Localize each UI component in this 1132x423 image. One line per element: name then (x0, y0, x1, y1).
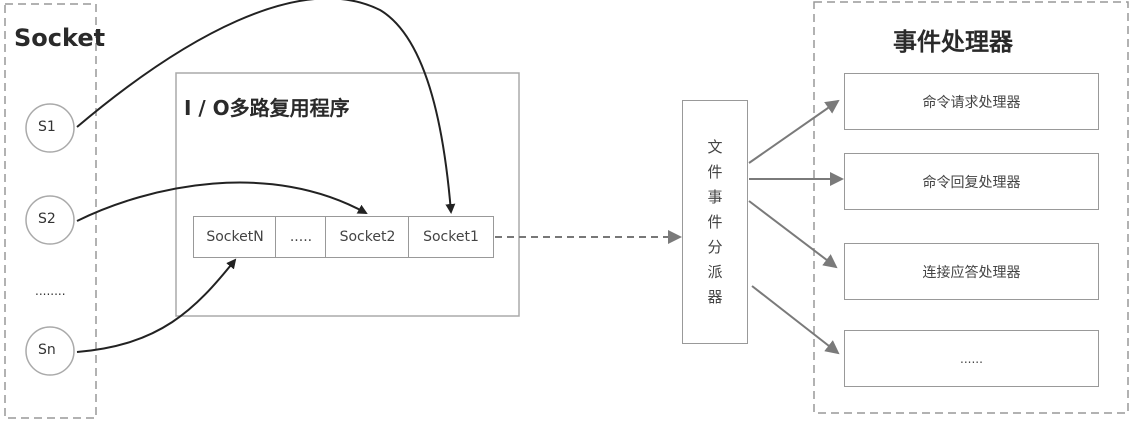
arrow-to-handler-4 (751, 285, 840, 355)
socket-node-sn (25, 326, 75, 376)
dispatcher-char: 事 (707, 187, 723, 206)
handlers-title: 事件处理器 (893, 28, 1013, 56)
socket-ellipsis: ........ (35, 284, 66, 298)
handler-more: ...... (844, 330, 1099, 387)
file-event-dispatcher: 文 件 事 件 分 派 器 (682, 100, 748, 344)
socket-node-s1 (25, 103, 75, 153)
arrow-s2-to-socket2 (76, 181, 368, 222)
dispatcher-char: 件 (707, 162, 723, 181)
socket-label-s1: S1 (38, 119, 56, 135)
arrow-to-handler-1 (748, 99, 840, 164)
socket-group-title: Socket (14, 24, 106, 52)
arrow-s1-to-socket1 (76, 0, 456, 214)
queue-cell-socket2: Socket2 (325, 216, 410, 258)
io-multiplexer-box (175, 72, 520, 317)
handlers-group-border (813, 1, 1129, 414)
dispatcher-char: 件 (707, 212, 723, 231)
queue-cell-socket1: Socket1 (408, 216, 494, 258)
dispatcher-char: 器 (707, 287, 723, 306)
socket-node-s2 (25, 195, 75, 245)
io-multiplexer-title: I / O多路复用程序 (184, 96, 350, 120)
dispatcher-char: 文 (707, 137, 723, 156)
socket-group-border (4, 3, 97, 419)
dispatcher-char: 分 (707, 237, 723, 256)
dispatcher-char: 派 (707, 262, 723, 281)
handler-command-request: 命令请求处理器 (844, 73, 1099, 130)
socket-label-s2: S2 (38, 211, 56, 227)
socket-label-sn: Sn (38, 342, 56, 358)
arrow-sn-to-socketn (76, 258, 237, 353)
handler-connection-accept: 连接应答处理器 (844, 243, 1099, 300)
queue-cell-socketn: SocketN (193, 216, 277, 258)
queue-cell-ellipsis: ..... (275, 216, 327, 258)
arrow-to-handler-3 (748, 200, 838, 269)
handler-command-reply: 命令回复处理器 (844, 153, 1099, 210)
